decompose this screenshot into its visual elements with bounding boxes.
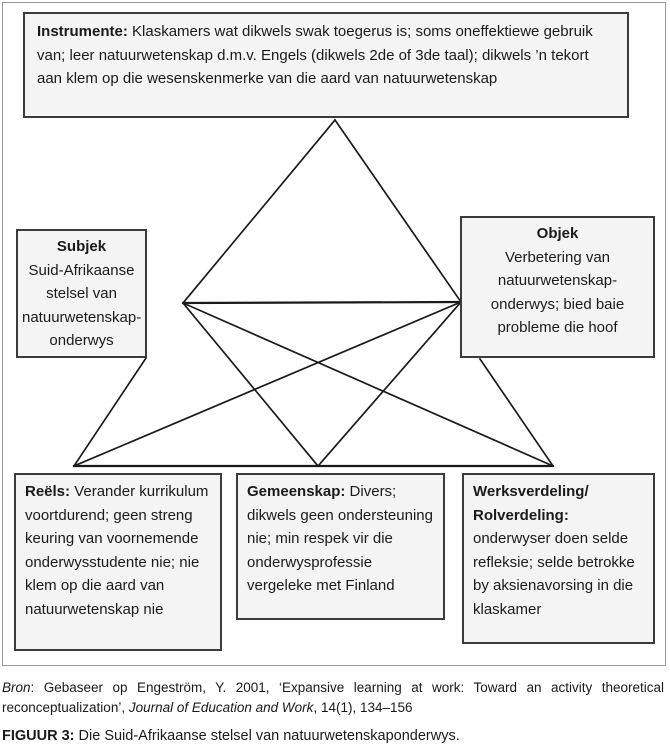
node-gemeenskap-body: Divers; dikwels geen ondersteuning nie; …: [247, 483, 433, 594]
figure-caption-text: Die Suid-Afrikaanse stelsel van natuurwe…: [74, 728, 460, 744]
node-objek-title: Objek: [536, 225, 579, 242]
node-werksverdeling-title: Werksverdeling/ Rolverdeling:: [473, 483, 589, 524]
source-text-1: : Gebaseer op Engeström, Y. 2001, ‘Expan…: [2, 680, 664, 715]
source-text-2: , 14(1), 134–156: [313, 700, 413, 715]
caption-area: Bron: Gebaseer op Engeström, Y. 2001, ‘E…: [2, 678, 668, 746]
node-subjek-body: Suid-Afrikaanse stelsel van natuurwetens…: [22, 261, 142, 350]
node-werksverdeling-body: onderwyser doen selde refleksie; selde b…: [473, 530, 635, 618]
node-instrumente-title: Instrumente:: [37, 23, 128, 40]
node-objek-body: Verbetering van natuurwetenskap-onderwys…: [490, 248, 625, 337]
node-subjek-title: Subjek: [56, 238, 107, 255]
figure-caption-label: FIGUUR 3:: [2, 728, 75, 744]
node-reels-title: Reëls:: [25, 483, 71, 500]
source-line: Bron: Gebaseer op Engeström, Y. 2001, ‘E…: [2, 678, 664, 718]
source-journal: Journal of Education and Work: [128, 700, 314, 715]
node-gemeenskap: Gemeenskap: Divers; dikwels geen onderst…: [236, 473, 445, 620]
figure-caption: FIGUUR 3: Die Suid-Afrikaanse stelsel va…: [2, 727, 668, 746]
node-werksverdeling: Werksverdeling/ Rolverdeling: onderwyser…: [462, 473, 655, 644]
source-label: Bron: [2, 680, 31, 695]
node-reels-body: Verander kurrikulum voortdurend; geen st…: [25, 483, 209, 618]
node-instrumente-body: Klaskamers wat dikwels swak toegerus is;…: [37, 23, 593, 87]
node-instrumente: Instrumente: Klaskamers wat dikwels swak…: [23, 12, 629, 118]
node-gemeenskap-title: Gemeenskap:: [247, 483, 346, 500]
node-reels: Reëls: Verander kurrikulum voortdurend; …: [14, 473, 222, 651]
